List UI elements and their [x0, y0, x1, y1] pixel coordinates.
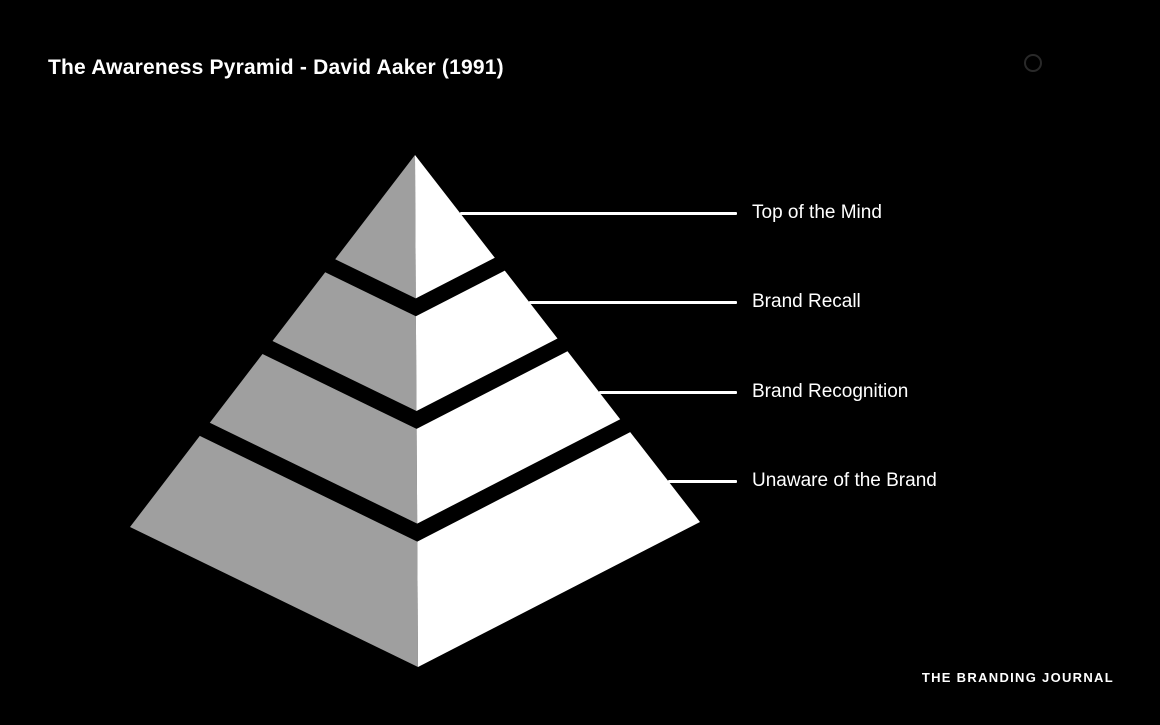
- pyramid-tier-4-right-face: [417, 432, 700, 667]
- connector-line-brand-recognition: [599, 391, 737, 394]
- pyramid-tier-1-right-face: [415, 155, 495, 299]
- connector-line-brand-recall: [529, 301, 737, 304]
- pyramid-tier-2-right-face: [415, 270, 558, 411]
- level-label-top-of-mind: Top of the Mind: [752, 202, 882, 223]
- pyramid-tier-2-left-face: [272, 272, 417, 411]
- connector-line-unaware: [668, 480, 737, 483]
- level-label-unaware: Unaware of the Brand: [752, 470, 937, 491]
- page-title: The Awareness Pyramid - David Aaker (199…: [48, 56, 504, 79]
- level-label-brand-recognition: Brand Recognition: [752, 381, 909, 402]
- pyramid-tier-4-left-face: [130, 435, 418, 667]
- branding-journal-logo: THE BRANDING JOURNAL: [921, 670, 1114, 685]
- watermark-circle-icon: [1024, 54, 1042, 72]
- level-label-brand-recall: Brand Recall: [752, 291, 861, 312]
- pyramid-tier-3-left-face: [209, 354, 418, 524]
- pyramid-graphic: [130, 155, 700, 667]
- connector-line-top-of-mind: [460, 212, 737, 215]
- pyramid-tier-1-left-face: [335, 155, 416, 299]
- pyramid-tier-3-right-face: [416, 351, 621, 524]
